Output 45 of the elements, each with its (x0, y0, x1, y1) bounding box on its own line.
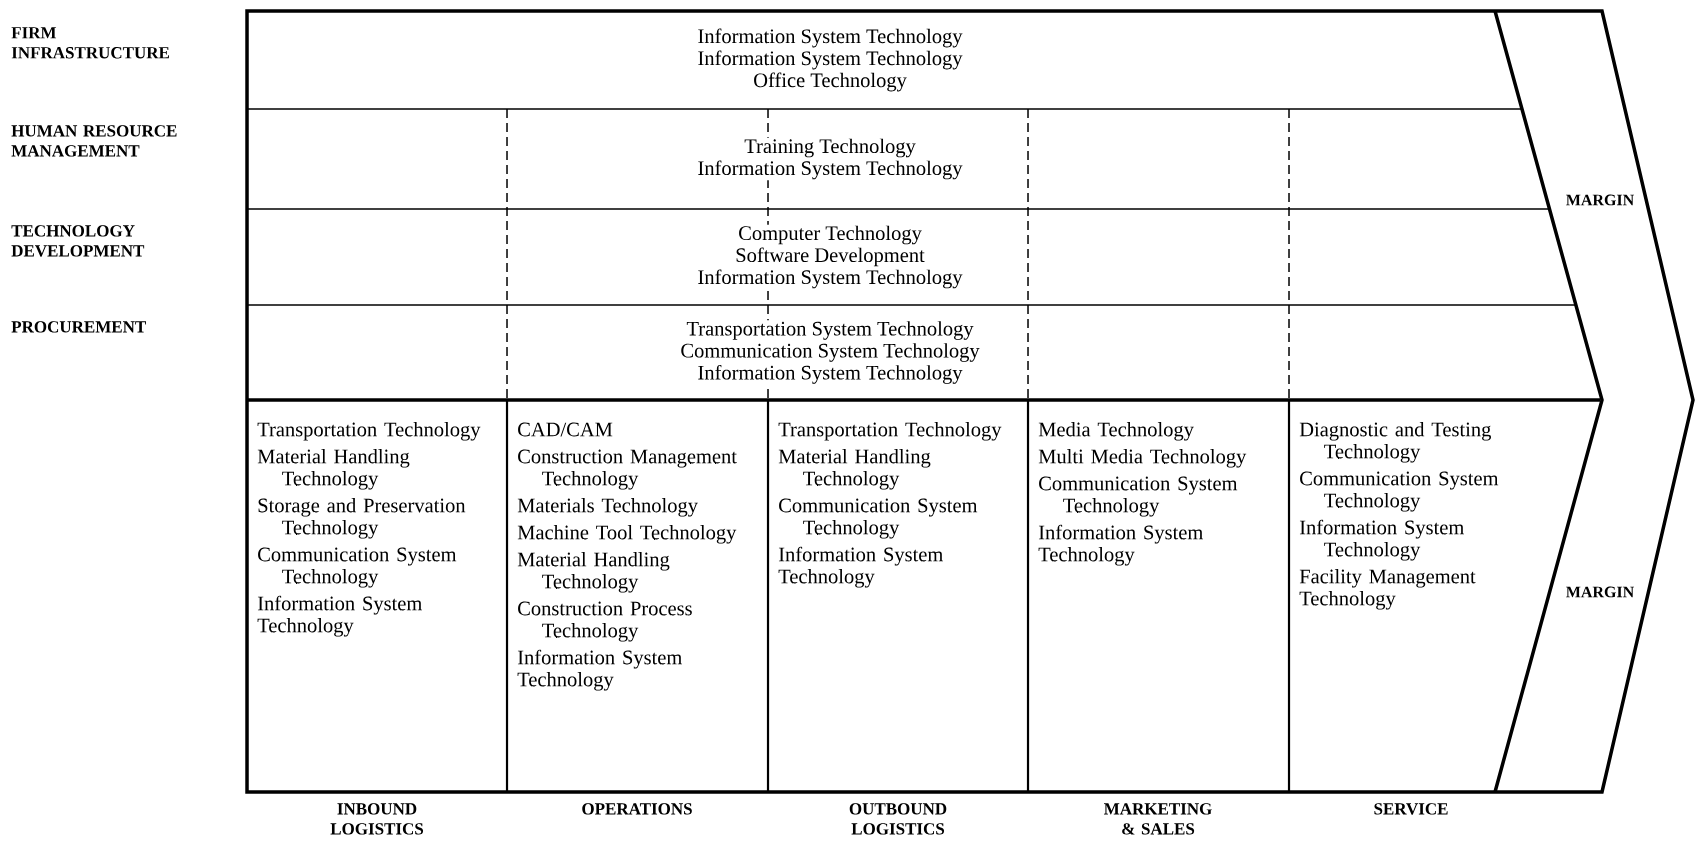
activity-heading: SERVICE (1374, 803, 1448, 815)
technology-list: Transportation Technology Material Handling Technology Communication System Technology Information System Technology (778, 421, 1002, 588)
node-label: Construction Process Technology (518, 601, 692, 642)
node-label: Facility Management Technology (1299, 568, 1476, 610)
margin-label: MARGIN (1566, 586, 1634, 598)
technology-list: Information System Technology Information System Technology Office Technology (696, 27, 964, 93)
technology-list: Transportation System Technology Communication System Technology Information System Technology (679, 320, 981, 385)
activity-heading: OUTBOUND LOGISTICS (849, 803, 947, 835)
technology-list: CAD/CAM Construction Management Technology Materials Technology Machine Tool Technology Material Handling Technology Construction Process Technology Information System Technology (517, 422, 737, 691)
activity-heading: FIRM INFRASTRUCTURE (11, 27, 169, 59)
node-label: Material Handling Technology (257, 448, 410, 490)
activity-heading: MARKETING & SALES (1104, 803, 1212, 835)
node-label: Material Handling Technology (517, 551, 670, 593)
activity-heading: TECHNOLOGY DEVELOPMENT (11, 225, 145, 257)
technology-list: Training Technology Information System Technology (696, 137, 964, 181)
node-label: Communication System Technology (258, 547, 457, 588)
node-label: Transportation Technology (778, 421, 1002, 441)
node-label: Communication System Technology (779, 498, 978, 539)
technology-list: Transportation Technology Material Handling Technology Storage and Preservation Technology Communication System Technology Information System Technology (257, 421, 481, 637)
node-label: Information System Technology (517, 649, 683, 691)
activity-heading: PROCUREMENT (11, 321, 146, 333)
activity-heading: HUMAN RESOURCE MANAGEMENT (11, 125, 177, 157)
technology-list: Diagnostic and Testing Technology Communication System Technology Information System Technology Facility Management Technology (1299, 421, 1499, 610)
node-label: Media Technology (1038, 421, 1194, 441)
node-label: Storage and Preservation Technology (258, 497, 466, 539)
node-label: Materials Technology (517, 497, 698, 517)
activity-heading: OPERATIONS (582, 803, 692, 815)
node-label: Communication System Technology (1039, 476, 1238, 517)
technology-list: Media Technology Multi Media Technology Communication System Technology Information System Technology (1038, 421, 1247, 566)
technology-list: Computer Technology Software Development Information System Technology (696, 224, 964, 290)
node-label: Information System Technology (257, 595, 423, 637)
node-label: Multi Media Technology (1038, 448, 1247, 468)
node-label: Machine Tool Technology (517, 524, 737, 544)
node-label: CAD/CAM (518, 422, 613, 437)
node-label: Transportation Technology (257, 421, 481, 441)
node-label: Information System Technology (778, 546, 944, 588)
activity-heading: INBOUND LOGISTICS (330, 803, 424, 835)
node-label: Communication System Technology (1300, 471, 1499, 512)
node-label: Construction Management Technology (518, 449, 737, 490)
node-label: Material Handling Technology (778, 448, 931, 490)
node-label: Information System Technology (1299, 519, 1465, 561)
node-label: Diagnostic and Testing Technology (1299, 421, 1491, 463)
margin-label: MARGIN (1566, 194, 1634, 206)
node-label: Information System Technology (1038, 524, 1204, 566)
value-chain-frame-drawing (245, 9, 1695, 794)
